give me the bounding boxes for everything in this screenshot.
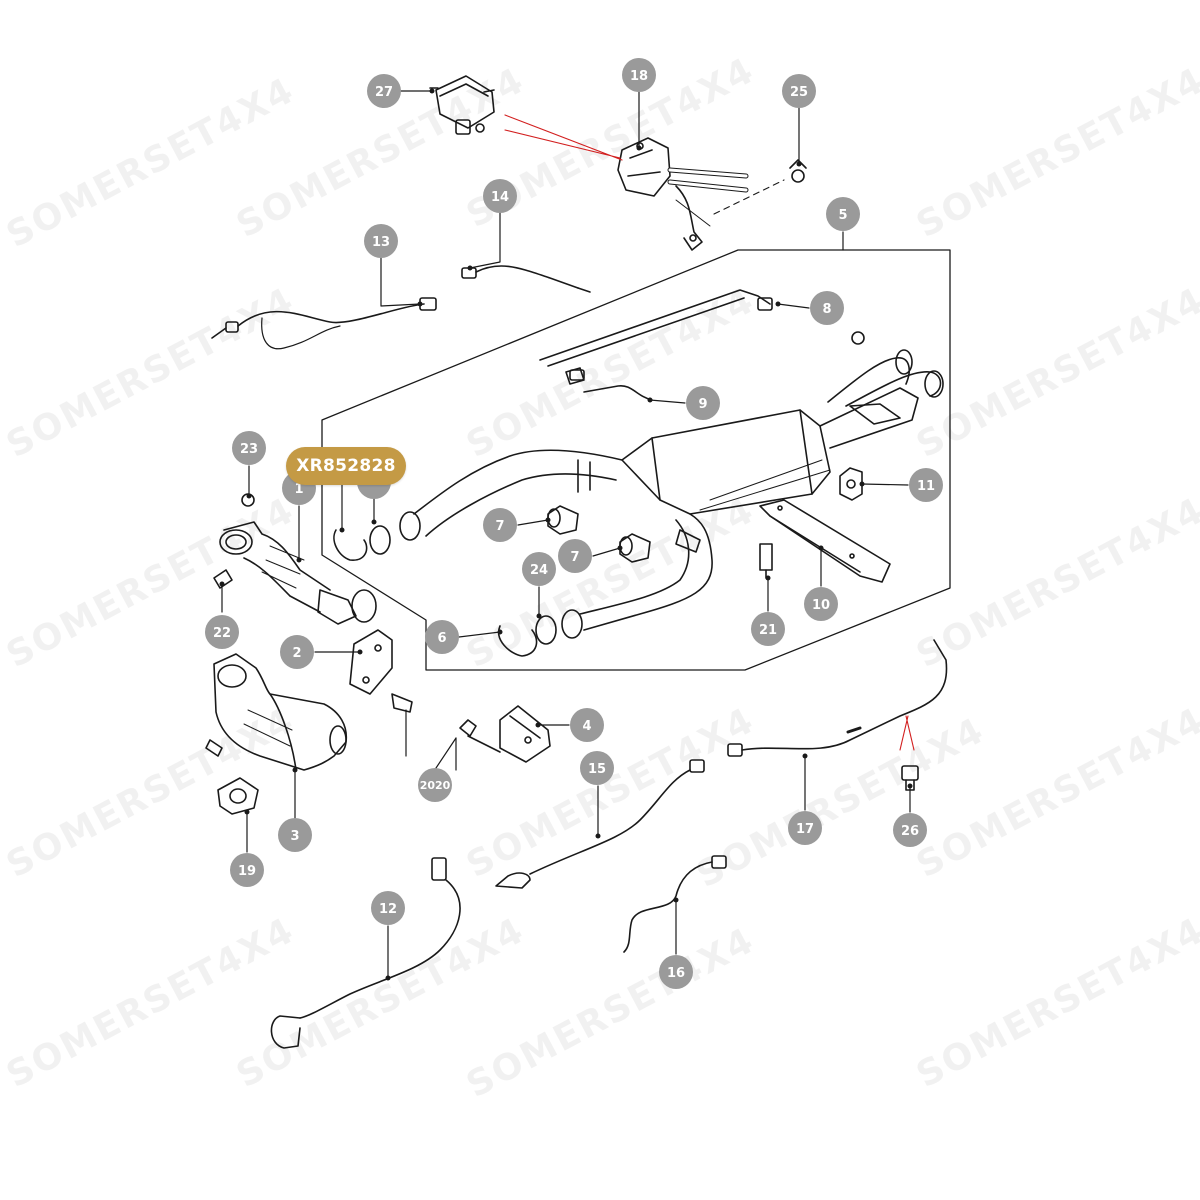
sensor-part-12: [270, 857, 461, 1049]
svg-text:14: 14: [491, 190, 509, 205]
callout-7[interactable]: 7: [483, 508, 517, 542]
svg-text:10: 10: [812, 598, 830, 613]
svg-text:7: 7: [570, 550, 579, 565]
svg-text:26: 26: [901, 824, 919, 839]
bracket-part-2: [349, 629, 413, 757]
svg-text:2020: 2020: [420, 779, 451, 792]
callout-7[interactable]: 7: [558, 539, 592, 573]
fitting-part-22: [213, 569, 233, 589]
svg-text:5: 5: [838, 208, 847, 223]
leader-dots: [219, 88, 913, 981]
svg-text:23: 23: [240, 442, 258, 457]
callout-18[interactable]: 18: [622, 58, 656, 92]
callout-21[interactable]: 21: [751, 612, 785, 646]
rear-silencer-part: [333, 289, 944, 657]
callout-13[interactable]: 13: [364, 224, 398, 258]
front-pipe-part: [219, 493, 377, 625]
callout-23[interactable]: 23: [232, 431, 266, 465]
svg-text:22: 22: [213, 626, 231, 641]
callout-2020[interactable]: 2020: [418, 768, 452, 802]
svg-text:19: 19: [238, 864, 256, 879]
catalytic-converter-part: [205, 653, 348, 771]
callout-14[interactable]: 14: [483, 179, 517, 213]
callout-26[interactable]: 26: [893, 813, 927, 847]
sensor-part-17: [727, 639, 948, 757]
svg-text:9: 9: [698, 397, 707, 412]
callout-6[interactable]: 6: [425, 620, 459, 654]
egr-module-part: [617, 137, 749, 251]
svg-text:17: 17: [796, 822, 814, 837]
callouts: 27 18 25 14 13 5 8 9 23 1 11 7 7 24 22 1…: [205, 58, 943, 989]
temperature-sensor-13: [211, 297, 437, 350]
svg-text:4: 4: [582, 719, 591, 734]
callout-2[interactable]: 2: [280, 635, 314, 669]
svg-text:3: 3: [290, 829, 299, 844]
gasket-part: [217, 777, 259, 815]
callout-22[interactable]: 22: [205, 615, 239, 649]
callout-5[interactable]: 5: [826, 197, 860, 231]
callout-3[interactable]: 3: [278, 818, 312, 852]
bolt-part: [789, 159, 807, 183]
svg-text:15: 15: [588, 762, 606, 777]
callout-24[interactable]: 24: [522, 552, 556, 586]
svg-text:7: 7: [495, 519, 504, 534]
svg-text:1: 1: [294, 482, 303, 497]
temperature-sensor-14: [461, 265, 591, 293]
callout-17[interactable]: 17: [788, 811, 822, 845]
callout-9[interactable]: 9: [686, 386, 720, 420]
callout-8[interactable]: 8: [810, 291, 844, 325]
part-number-tag[interactable]: XR852828: [286, 447, 406, 485]
callout-19[interactable]: 19: [230, 853, 264, 887]
callout-4[interactable]: 4: [570, 708, 604, 742]
svg-text:8: 8: [822, 302, 831, 317]
svg-text:13: 13: [372, 235, 390, 250]
callout-27[interactable]: 27: [367, 74, 401, 108]
callout-16[interactable]: 16: [659, 955, 693, 989]
callout-12[interactable]: 12: [371, 891, 405, 925]
bracket-part-4: [455, 705, 551, 771]
svg-text:16: 16: [667, 966, 685, 981]
svg-text:18: 18: [630, 69, 648, 84]
assembly-outline: [321, 249, 951, 671]
callout-25[interactable]: 25: [782, 74, 816, 108]
svg-text:11: 11: [917, 479, 935, 494]
callout-15[interactable]: 15: [580, 751, 614, 785]
svg-text:25: 25: [790, 85, 808, 100]
svg-text:12: 12: [379, 902, 397, 917]
svg-text:6: 6: [437, 631, 446, 646]
svg-text:27: 27: [375, 85, 393, 100]
pressure-sensor-part: [429, 75, 495, 135]
svg-text:2: 2: [292, 646, 301, 661]
svg-text:21: 21: [759, 623, 777, 638]
svg-text:24: 24: [530, 563, 548, 578]
sensor-part-16: [623, 855, 727, 953]
sensor-part-15: [495, 759, 705, 889]
highlight-leader: [504, 114, 623, 161]
callout-11[interactable]: 11: [909, 468, 943, 502]
callout-10[interactable]: 10: [804, 587, 838, 621]
